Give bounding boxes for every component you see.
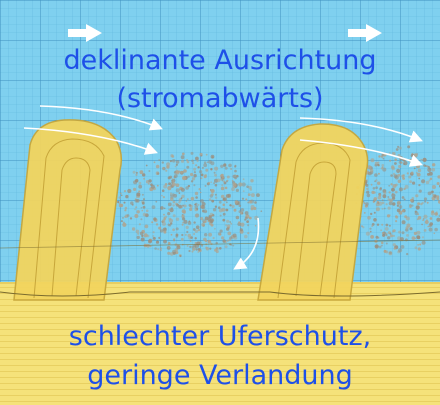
groyne-right [257,123,369,301]
curved-arrow-icon [299,117,423,143]
caption-line-1: schlechter Uferschutz, [68,321,372,352]
curved-arrow-icon [39,105,163,131]
river-bank [0,282,440,405]
arrow-right-icon [348,24,382,42]
sediment-deposit-left [117,151,263,258]
title-line-1: deklinante Ausrichtung [63,45,377,76]
sediment-deposit-right [355,145,440,256]
title-line-2: (stromabwärts) [116,83,324,114]
groyne-left [13,119,123,301]
curved-arrow-icon [23,127,159,155]
arrow-right-icon [68,24,102,42]
caption-line-2: geringe Verlandung [87,360,353,391]
curved-arrow-icon [233,217,260,270]
curved-arrow-icon [299,139,424,167]
